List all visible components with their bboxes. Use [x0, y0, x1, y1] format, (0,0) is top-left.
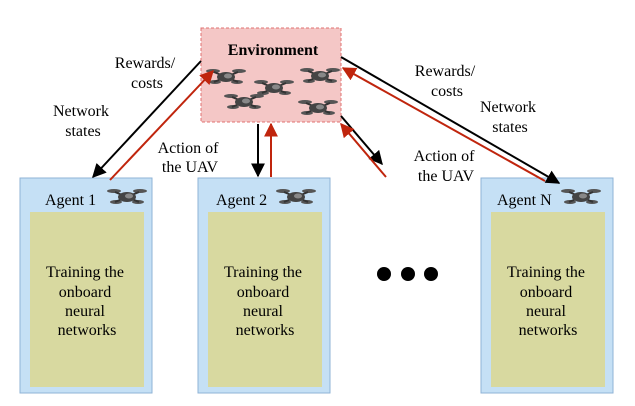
- left-network-states-label: Network states: [53, 103, 113, 140]
- right-network-states-label: Network states: [480, 99, 540, 136]
- arrow-network-states-agent-n: [340, 56, 561, 184]
- agent-1-training-text: Training the onboard neural networks: [46, 264, 128, 339]
- left-rewards-label: Rewards/ costs: [115, 55, 179, 92]
- agent-1-label: Agent 1: [45, 192, 96, 209]
- arrow-action-agent-1: [109, 69, 214, 181]
- left-action-label: Action of the UAV: [158, 140, 223, 176]
- arrow-action-middle: [340, 122, 387, 178]
- arrow-network-states-middle: [340, 115, 383, 166]
- right-rewards-label: Rewards/ costs: [415, 63, 479, 100]
- environment-title: Environment: [228, 42, 319, 59]
- agent-2-label: Agent 2: [216, 192, 267, 209]
- agent-n-training-text: Training the onboard neural networks: [507, 264, 589, 339]
- arrow-network-states-agent-1: [92, 60, 202, 179]
- agent-n-label: Agent N: [497, 192, 552, 209]
- agent-2-training-box: [208, 212, 322, 387]
- agent-n-training-box: [491, 212, 605, 387]
- dots-icon: [377, 267, 438, 281]
- right-action-label: Action of the UAV: [414, 148, 479, 185]
- agent-1-training-box: [30, 212, 144, 387]
- arrow-action-agent-n: [341, 67, 546, 182]
- agent-2-training-text: Training the onboard neural networks: [224, 264, 306, 339]
